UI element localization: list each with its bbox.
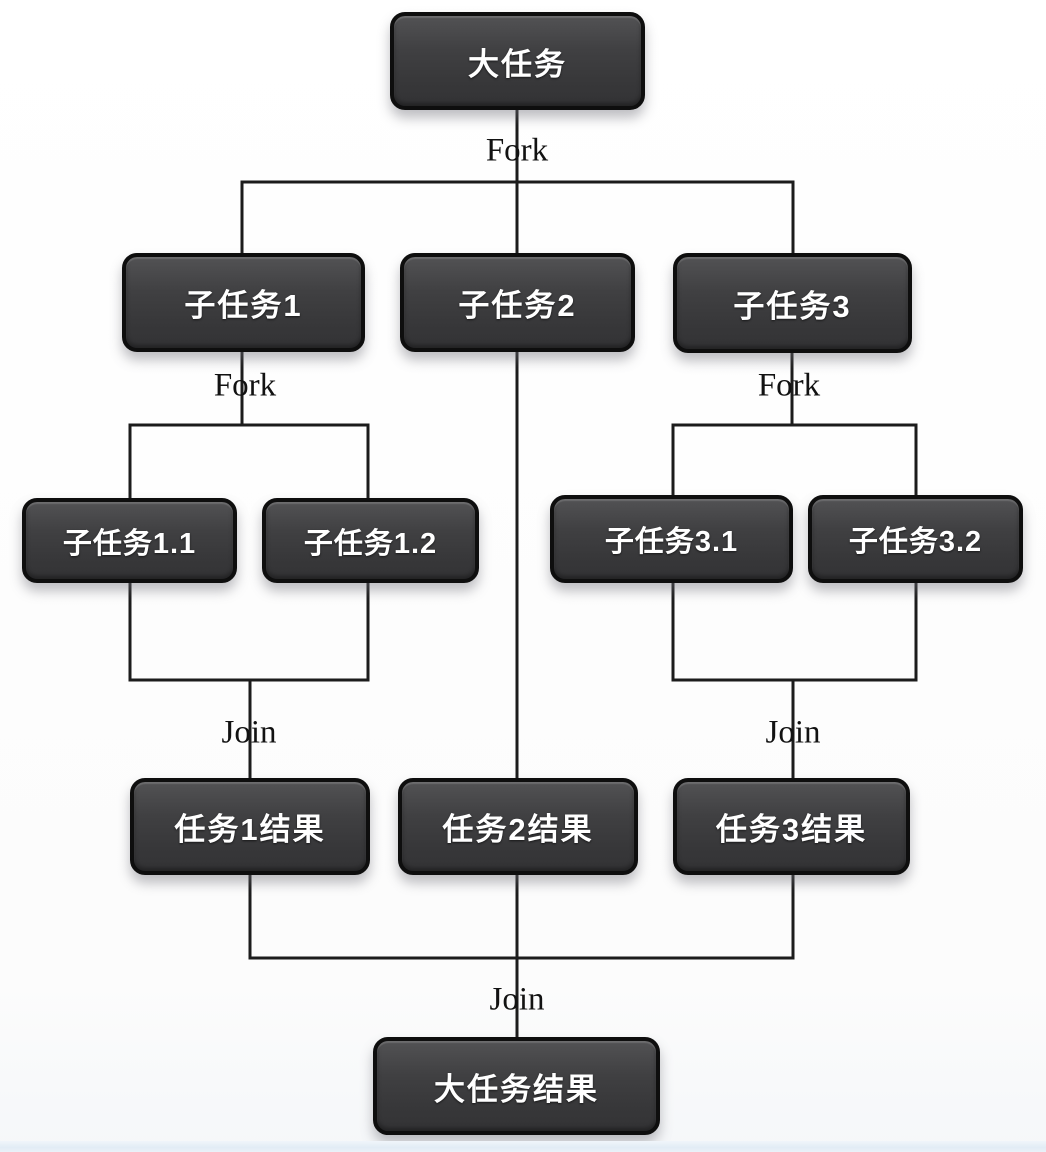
node-subtask-2: 子任务2 [400, 253, 635, 352]
node-subtask-3: 子任务3 [673, 253, 912, 353]
node-subtask-3-2: 子任务3.2 [808, 495, 1023, 583]
node-subtask-1: 子任务1 [122, 253, 365, 352]
edge-label-join-task1: Join [221, 714, 277, 751]
edge-label-fork-top: Fork [485, 132, 549, 169]
edge-subtask3-fork-bar [671, 423, 918, 499]
edge-top-fork-bar [240, 180, 795, 258]
edge-label-fork-subtask3: Fork [757, 367, 821, 404]
node-big-task: 大任务 [390, 12, 645, 110]
edge-subtask1-fork-bar [128, 423, 370, 502]
node-task-1-result: 任务1结果 [130, 778, 370, 875]
edge-label-join-task3: Join [765, 714, 821, 751]
node-subtask-1-2: 子任务1.2 [262, 498, 479, 583]
edge-task3-join-bar [671, 581, 918, 682]
edge-label-fork-subtask1: Fork [213, 367, 277, 404]
node-task-2-result: 任务2结果 [398, 778, 638, 875]
edge-bottom-join-bar [248, 872, 795, 960]
node-subtask-1-1: 子任务1.1 [22, 498, 237, 583]
footer-strip [0, 1141, 1046, 1152]
node-subtask-3-1: 子任务3.1 [550, 495, 793, 583]
edge-task1-join-bar [128, 580, 370, 682]
edge-label-join-bottom: Join [489, 981, 545, 1018]
node-big-task-result: 大任务结果 [373, 1037, 660, 1135]
node-task-3-result: 任务3结果 [673, 778, 910, 875]
